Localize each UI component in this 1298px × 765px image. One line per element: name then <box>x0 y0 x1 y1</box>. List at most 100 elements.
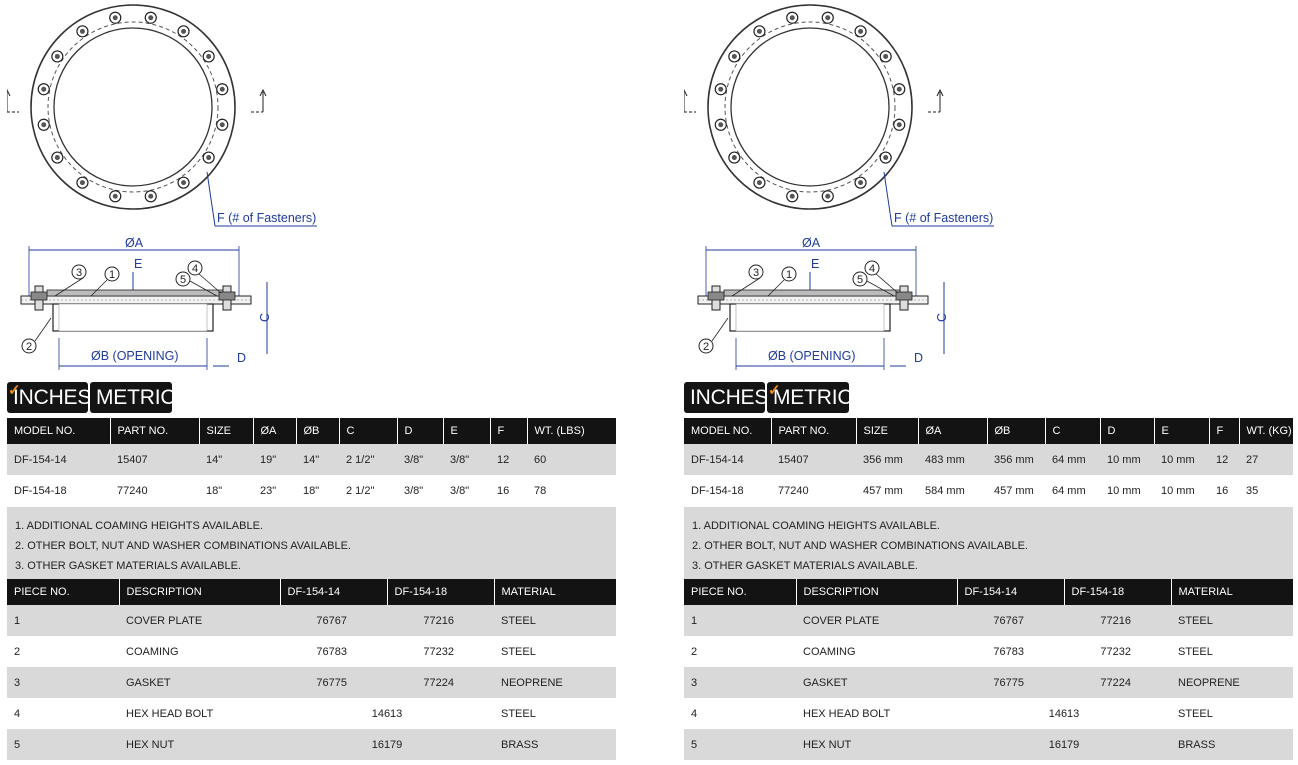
section-arrow-right <box>251 88 267 113</box>
table-row: 2 COAMING 76783 77232 STEEL <box>7 636 616 667</box>
bolt-center <box>181 180 187 186</box>
col-model-no: MODEL NO. <box>684 418 772 444</box>
bolt-center <box>206 53 212 59</box>
col-description: DESCRIPTION <box>796 579 958 605</box>
note-item: 3. OTHER GASKET MATERIALS AVAILABLE. <box>15 560 241 572</box>
table-row: 4 HEX HEAD BOLT 14613 STEEL <box>684 698 1293 729</box>
bolt-center <box>789 193 795 199</box>
bolt-center <box>789 15 795 21</box>
bolt-center <box>219 122 225 128</box>
section-view: ØA E ØB (OPENING) D C <box>697 236 949 370</box>
col-piece-no: PIECE NO. <box>7 579 120 605</box>
table-row: 2 COAMING 76783 77232 STEEL <box>684 636 1293 667</box>
bolt-center <box>206 155 212 161</box>
flange-top-view <box>707 4 913 210</box>
col-size: SIZE <box>199 418 254 444</box>
table-row: 1 COVER PLATE 76767 77216 STEEL <box>7 605 616 636</box>
notes-block: 1. ADDITIONAL COAMING HEIGHTS AVAILABLE.… <box>684 507 1293 582</box>
note-item: 1. ADDITIONAL COAMING HEIGHTS AVAILABLE. <box>15 520 263 532</box>
tab-metric-label: METRIC <box>96 386 176 409</box>
col-material: MATERIAL <box>1171 579 1293 605</box>
dim-c-label: C <box>935 313 949 322</box>
unit-tabs: ✓ INCHES METRIC <box>7 382 176 413</box>
bolt-center <box>148 15 154 21</box>
bolt-center <box>883 155 889 161</box>
bolt-center <box>825 193 831 199</box>
col-d: D <box>1100 418 1155 444</box>
dim-b-label: ØB (OPENING) <box>91 349 179 363</box>
bolt-center <box>731 155 737 161</box>
unit-tabs: INCHES ✓ METRIC <box>684 382 852 413</box>
spec-header-row: MODEL NO. PART NO. SIZE ØA ØB C D E F WT… <box>684 418 1293 444</box>
dim-e-label: E <box>134 257 142 271</box>
bolt-center <box>112 193 118 199</box>
svg-text:3: 3 <box>76 267 82 279</box>
bolt-center <box>718 122 724 128</box>
callouts: 3 1 4 5 2 <box>698 260 899 354</box>
bolt-center <box>112 15 118 21</box>
table-row: DF-154-14 15407 356 mm 483 mm 356 mm 64 … <box>684 444 1293 475</box>
note-item: 1. ADDITIONAL COAMING HEIGHTS AVAILABLE. <box>692 520 940 532</box>
tab-inches[interactable]: INCHES <box>684 382 769 413</box>
tab-inches-label: INCHES <box>13 386 92 409</box>
svg-text:4: 4 <box>192 263 198 275</box>
fastener-label: F (# of Fasteners) <box>217 211 316 225</box>
checkmark-icon: ✓ <box>8 382 21 399</box>
notes-block: 1. ADDITIONAL COAMING HEIGHTS AVAILABLE.… <box>7 507 616 582</box>
spec-header-row: MODEL NO. PART NO. SIZE ØA ØB C D E F WT… <box>7 418 616 444</box>
bolt-center <box>41 86 47 92</box>
col-description: DESCRIPTION <box>119 579 281 605</box>
tab-metric[interactable]: ✓ METRIC <box>767 382 852 413</box>
technical-drawing: F (# of Fasteners) ØA E ØB (OPENING) D <box>684 4 994 370</box>
callouts: 3 1 4 5 2 <box>21 260 222 354</box>
col-piece-no: PIECE NO. <box>684 579 797 605</box>
parts-header-row: PIECE NO. DESCRIPTION DF-154-14 DF-154-1… <box>684 579 1293 605</box>
col-f: F <box>490 418 528 444</box>
dim-a-label: ØA <box>802 236 821 250</box>
col-weight: WT. (KG) <box>1239 418 1293 444</box>
table-row: DF-154-18 77240 18" 23" 18" 2 1/2" 3/8" … <box>7 475 616 506</box>
bolt-center <box>148 193 154 199</box>
bolt-center <box>718 86 724 92</box>
table-row: 3 GASKET 76775 77224 NEOPRENE <box>684 667 1293 698</box>
bolt-center <box>219 86 225 92</box>
bolt-center <box>731 53 737 59</box>
dim-d-label: D <box>914 351 923 365</box>
tab-inches-label: INCHES <box>690 386 769 409</box>
table-row: 5 HEX NUT 16179 BRASS <box>684 729 1293 760</box>
col-part-no: PART NO. <box>110 418 200 444</box>
panel-inches: F (# of Fasteners) ØA E ØB (OPENING) D <box>7 0 617 765</box>
table-row: DF-154-18 77240 457 mm 584 mm 457 mm 64 … <box>684 475 1293 506</box>
panel-metric: F (# of Fasteners) ØA E ØB (OPENING) D <box>684 0 1294 765</box>
svg-text:1: 1 <box>109 269 115 281</box>
bolt-center <box>858 28 864 34</box>
section-view: ØA E ØB (OPENING) D C <box>20 236 272 370</box>
tab-metric[interactable]: METRIC <box>90 382 176 413</box>
dim-c-label: C <box>258 313 272 322</box>
tab-inches[interactable]: ✓ INCHES <box>7 382 92 413</box>
technical-drawing: F (# of Fasteners) ØA E ØB (OPENING) D <box>7 4 317 370</box>
col-model-no: MODEL NO. <box>7 418 111 444</box>
col-d: D <box>397 418 444 444</box>
col-weight: WT. (LBS) <box>527 418 616 444</box>
note-item: 3. OTHER GASKET MATERIALS AVAILABLE. <box>692 560 918 572</box>
table-row: 3 GASKET 76775 77224 NEOPRENE <box>7 667 616 698</box>
section-arrow-left <box>7 88 19 113</box>
dim-e-label: E <box>811 257 819 271</box>
svg-text:3: 3 <box>753 267 759 279</box>
col-df-154-18: DF-154-18 <box>1064 579 1172 605</box>
col-part-no: PART NO. <box>771 418 857 444</box>
col-c: C <box>1045 418 1101 444</box>
bolt-center <box>896 86 902 92</box>
parts-header-row: PIECE NO. DESCRIPTION DF-154-14 DF-154-1… <box>7 579 616 605</box>
svg-text:5: 5 <box>180 274 186 286</box>
parts-table: PIECE NO. DESCRIPTION DF-154-14 DF-154-1… <box>7 579 616 760</box>
col-df-154-14: DF-154-14 <box>280 579 388 605</box>
bolt-center <box>54 53 60 59</box>
bolt-center <box>54 155 60 161</box>
col-material: MATERIAL <box>494 579 616 605</box>
col-dia-a: ØA <box>253 418 297 444</box>
checkmark-icon: ✓ <box>768 382 781 399</box>
bolt-center <box>181 28 187 34</box>
dim-d-label: D <box>237 351 246 365</box>
